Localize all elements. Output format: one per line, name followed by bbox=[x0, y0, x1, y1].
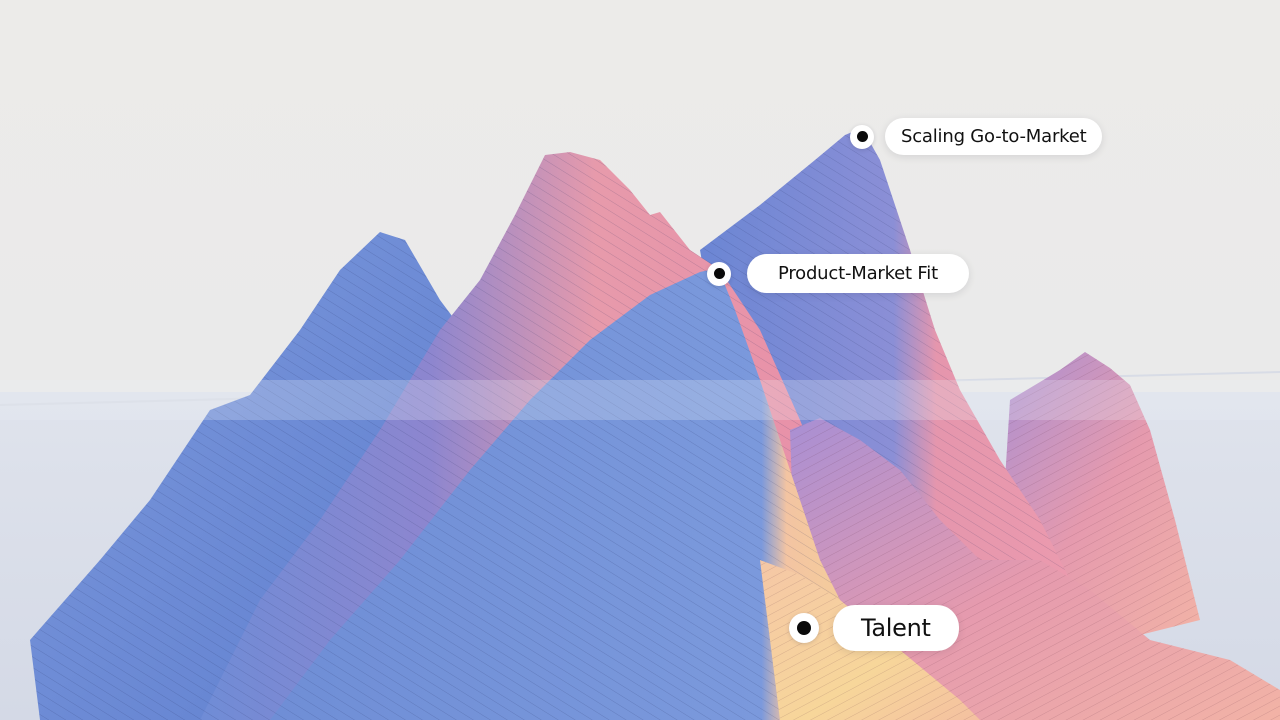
location-dot-icon bbox=[789, 613, 819, 643]
marker-scaling-go-to-market: Scaling Go-to-Market bbox=[850, 118, 1103, 155]
label-talent: Talent bbox=[833, 605, 959, 651]
location-dot-icon bbox=[707, 261, 731, 286]
marker-product-market-fit: Product-Market Fit bbox=[707, 254, 969, 293]
location-dot-icon bbox=[850, 124, 874, 149]
label-product-market-fit: Product-Market Fit bbox=[747, 254, 969, 293]
label-scaling-go-to-market: Scaling Go-to-Market bbox=[885, 118, 1103, 155]
marker-talent: Talent bbox=[789, 605, 959, 651]
